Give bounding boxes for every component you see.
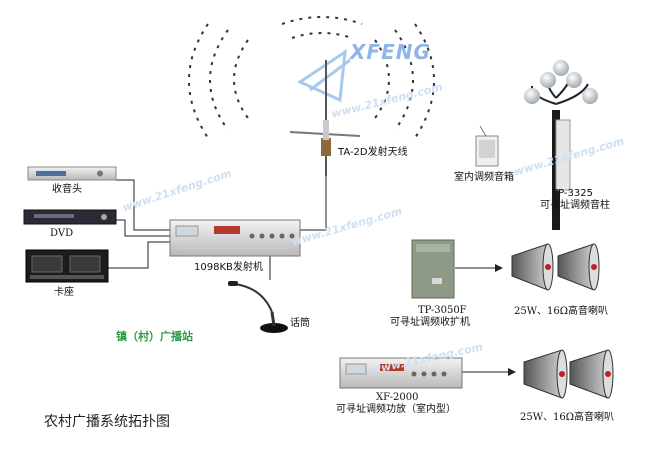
horns-top-label: 25W、16Ω高音喇叭 xyxy=(514,306,609,317)
radio-tuner-icon xyxy=(27,166,117,181)
indoor-amp-model: XF-2000 xyxy=(376,392,419,403)
microphone-label: 话筒 xyxy=(290,318,310,329)
dvd-player-icon xyxy=(23,209,117,225)
indoor-amp-label: 可寻址调频功放（室内型） xyxy=(336,404,456,415)
antenna-label: TA-2D发射天线 xyxy=(338,147,408,158)
antenna-icon xyxy=(289,60,361,176)
diagram-title: 农村广播系统拓扑图 xyxy=(44,414,170,430)
transmitter-label: 1098KB发射机 xyxy=(194,262,263,273)
receiver-amp-label: 可寻址调频收扩机 xyxy=(390,317,470,328)
receiver-amp-model: TP-3050F xyxy=(418,305,467,316)
column-speaker-model: TP-3325 xyxy=(552,188,593,199)
horn-speakers-bottom-icon xyxy=(523,349,614,399)
indoor-speaker-label: 室内调频音箱 xyxy=(454,172,514,183)
microphone-icon xyxy=(228,281,288,333)
cassette-deck-icon xyxy=(25,249,109,283)
column-speaker-icon xyxy=(524,60,598,230)
station-label: 镇（村）广播站 xyxy=(116,330,193,343)
radio-tuner-label: 收音头 xyxy=(52,184,82,195)
xfeng-logo-mark xyxy=(296,48,351,103)
dvd-player-label: DVD xyxy=(50,228,74,239)
radio-waves xyxy=(188,16,435,139)
cassette-deck-label: 卡座 xyxy=(54,287,74,298)
indoor-speaker-icon xyxy=(475,125,499,167)
transmitter-icon xyxy=(169,219,301,257)
indoor-amplifier-icon xyxy=(339,357,463,389)
column-speaker-label: 可寻址调频音柱 xyxy=(540,200,610,211)
horn-speakers-top-icon xyxy=(511,243,600,291)
connection-lines xyxy=(108,176,516,376)
horns-bottom-label: 25W、16Ω高音喇叭 xyxy=(520,412,615,423)
receiver-amplifier-icon xyxy=(411,239,455,299)
xfeng-logo-text: XFENG xyxy=(350,40,431,64)
